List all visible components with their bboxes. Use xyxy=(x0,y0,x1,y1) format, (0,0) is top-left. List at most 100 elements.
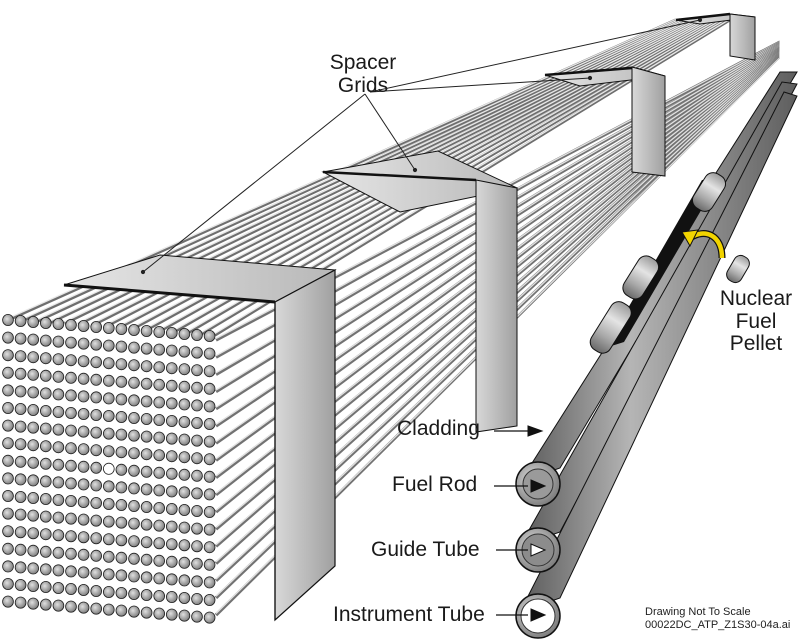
fuel-rod-end-icon xyxy=(2,313,14,326)
fuel-rod-end-icon xyxy=(191,522,203,535)
fuel-rod-end-icon xyxy=(27,562,40,575)
fuel-rod-end-icon xyxy=(2,472,14,485)
fuel-rod-end-icon xyxy=(191,610,203,623)
fuel-rod-end-icon xyxy=(77,443,90,456)
fuel-rod-end-icon xyxy=(90,408,102,421)
fuel-rod-end-icon xyxy=(52,388,65,401)
fuel-rod-end-icon xyxy=(39,457,52,470)
fuel-rod-end-icon xyxy=(203,594,216,607)
fuel-rod-end-icon xyxy=(191,364,203,377)
fuel-rod-end-icon xyxy=(65,371,77,384)
fuel-rod-end-icon xyxy=(52,423,65,436)
fuel-rod-end-icon xyxy=(203,365,216,378)
fuel-rod-end-icon xyxy=(140,377,153,390)
spacer-grids-line-1: Spacer xyxy=(329,51,397,74)
fuel-rod-end-icon xyxy=(39,581,52,594)
fuel-rod-end-icon xyxy=(153,537,166,550)
fuel-rod-end-icon xyxy=(178,363,191,376)
fuel-rod-end-icon xyxy=(153,449,166,462)
fuel-rod-end-icon xyxy=(115,322,128,335)
fuel-rod-end-icon xyxy=(153,554,166,567)
fuel-rod-end-icon xyxy=(178,433,191,446)
fuel-rod-end-icon xyxy=(65,530,77,543)
fuel-rod-end-icon xyxy=(39,598,52,611)
fuel-rod-end-icon xyxy=(140,342,153,355)
fuel-rod-end-icon xyxy=(90,496,102,509)
fuel-rod-end-icon xyxy=(2,331,14,344)
fuel-rod-end-icon xyxy=(103,392,115,405)
fuel-rod-end-icon xyxy=(191,328,203,341)
fuel-rod-end-icon xyxy=(191,346,203,359)
fuel-rod-end-icon xyxy=(103,497,115,510)
fuel-rod-end-icon xyxy=(2,437,14,450)
fuel-rod-end-icon xyxy=(178,451,191,464)
fuel-rod-end-icon xyxy=(166,362,178,375)
fuel-rod-end-icon xyxy=(27,491,40,504)
fuel-rod-end-icon xyxy=(103,374,115,387)
fuel-rod-end-icon xyxy=(115,551,128,564)
fuel-rod-end-icon xyxy=(166,344,178,357)
fuel-rod-end-icon xyxy=(2,578,14,591)
fuel-rod-end-icon xyxy=(140,448,153,461)
fuel-rod-end-icon xyxy=(77,319,90,332)
fuel-rod-end-icon xyxy=(39,563,52,576)
fuel-rod-end-icon xyxy=(103,409,115,422)
fuel-rod-end-icon xyxy=(52,599,65,612)
fuel-rod-end-icon xyxy=(153,607,166,620)
fuel-rod-end-icon xyxy=(27,386,40,399)
fuel-rod-end-icon xyxy=(166,397,178,410)
fuel-rod-end-icon xyxy=(140,360,153,373)
fuel-rod-end-icon xyxy=(65,600,77,613)
fuel-rod-end-icon xyxy=(27,368,40,381)
fuel-rod-end-icon xyxy=(103,586,115,599)
fuel-rod-end-icon xyxy=(166,379,178,392)
fuel-rod-end-icon xyxy=(128,499,140,512)
fuel-rod-end-icon xyxy=(14,508,27,521)
fuel-rod-end-icon xyxy=(203,453,216,466)
fuel-rod-end-icon xyxy=(203,523,216,536)
fuel-rod-end-icon xyxy=(103,533,115,546)
fuel-rod-end-icon xyxy=(203,505,216,518)
fuel-rod-end-icon xyxy=(115,410,128,423)
fuel-rod-end-icon xyxy=(178,609,191,622)
fuel-rod-end-icon xyxy=(39,528,52,541)
fuel-rod-end-icon xyxy=(52,529,65,542)
instrument-tube-label: Instrument Tube xyxy=(333,603,485,626)
footer-note: Drawing Not To Scale 00022DC_ATP_Z1S30-0… xyxy=(645,606,790,632)
fuel-rod-end-icon xyxy=(191,557,203,570)
fuel-rod-end-icon xyxy=(14,473,27,486)
spacer-grid-group xyxy=(63,12,756,622)
fuel-rod-end-icon xyxy=(153,343,166,356)
fuel-rod-end-icon xyxy=(39,404,52,417)
fuel-rod-end-icon xyxy=(77,478,90,491)
fuel-rod-end-icon xyxy=(14,420,27,433)
fuel-rod-end-icon xyxy=(203,470,216,483)
fuel-rod-end-icon xyxy=(103,445,115,458)
fuel-rod-end-icon xyxy=(39,545,52,558)
fuel-rod-end-icon xyxy=(115,340,128,353)
fuel-rod-end-icon xyxy=(2,366,14,379)
fuel-rod-end-icon xyxy=(178,380,191,393)
fuel-rod-end-icon xyxy=(2,595,14,608)
fuel-rod-end-icon xyxy=(77,531,90,544)
fuel-rod-end-icon xyxy=(77,601,90,614)
fuel-rod-end-icon xyxy=(140,395,153,408)
nuclear-fuel-pellet-label: Nuclear Fuel Pellet xyxy=(712,287,800,356)
fuel-rod-arrow-icon xyxy=(494,479,547,493)
fuel-rod-end-icon xyxy=(153,431,166,444)
fuel-rod-end-icon xyxy=(2,525,14,538)
fuel-rod-end-icon xyxy=(77,372,90,385)
fuel-rod-end-icon xyxy=(166,414,178,427)
fuel-pellet-icon xyxy=(589,301,632,354)
fuel-rod-end-icon xyxy=(178,486,191,499)
fuel-rod-end-icon xyxy=(140,571,153,584)
fuel-rod-end-icon xyxy=(191,575,203,588)
fuel-rod-end-icon xyxy=(2,401,14,414)
fuel-rod-end-icon xyxy=(2,542,14,555)
fuel-rod-end-icon xyxy=(153,361,166,374)
fuel-rod-end-icon xyxy=(203,488,216,501)
fuel-pellet-icon xyxy=(691,172,727,212)
fuel-rod-end-icon xyxy=(153,396,166,409)
fuel-rod-end-icon xyxy=(178,592,191,605)
fuel-rod-end-icon xyxy=(39,475,52,488)
